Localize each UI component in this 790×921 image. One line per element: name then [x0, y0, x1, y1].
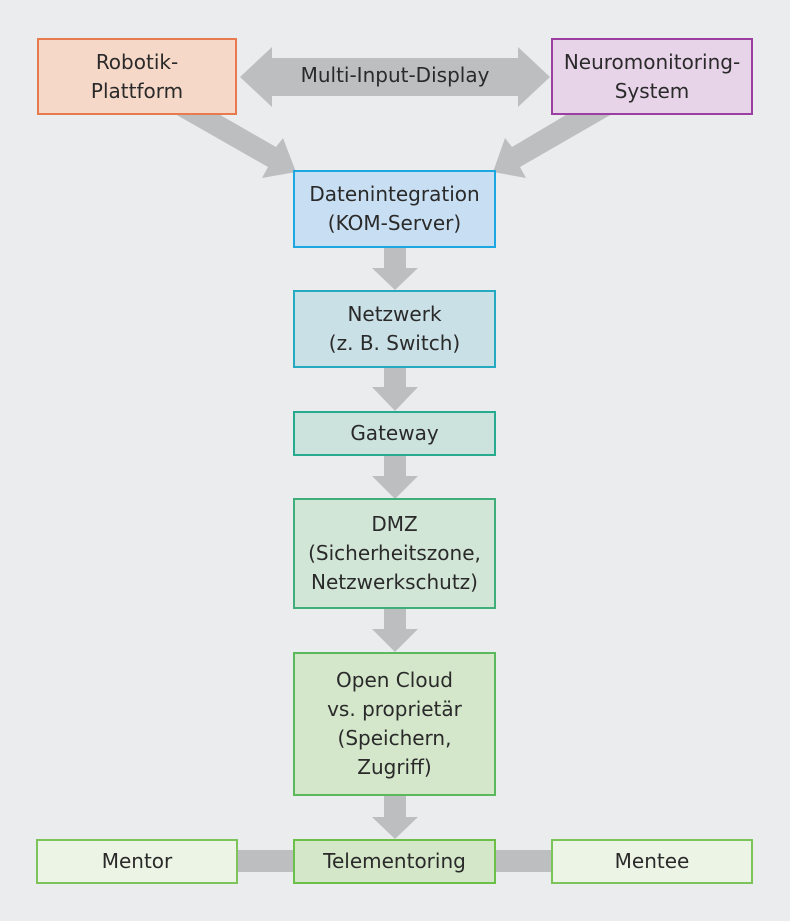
connector-mentor-telementoring	[236, 850, 296, 872]
node-datenintegration: Datenintegration (KOM-Server)	[293, 170, 496, 248]
connectors	[175, 47, 612, 872]
node-telementoring: Telementoring	[293, 839, 496, 884]
arrow-daten-to-netzwerk	[372, 247, 418, 290]
node-cloud: Open Cloud vs. proprietär (Speichern, Zu…	[293, 652, 496, 796]
arrow-neuro-to-daten	[493, 112, 612, 178]
node-neuromonitoring-system: Neuromonitoring- System	[551, 38, 753, 115]
node-robotik-plattform: Robotik- Plattform	[37, 38, 237, 115]
node-mentee: Mentee	[551, 839, 753, 884]
arrow-cloud-to-telementoring	[372, 795, 418, 839]
arrow-netzwerk-to-gateway	[372, 367, 418, 411]
node-mentor: Mentor	[36, 839, 238, 884]
node-dmz: DMZ (Sicherheitszone, Netzwerkschutz)	[293, 498, 496, 609]
node-netzwerk: Netzwerk (z. B. Switch)	[293, 290, 496, 368]
arrow-dmz-to-cloud	[372, 608, 418, 652]
double-arrow-multi-input	[240, 47, 550, 107]
node-gateway: Gateway	[293, 411, 496, 456]
arrow-gateway-to-dmz	[372, 455, 418, 499]
connector-telementoring-mentee	[494, 850, 554, 872]
multi-input-display-label: Multi-Input-Display	[300, 63, 490, 87]
arrow-robotik-to-daten	[175, 112, 296, 178]
